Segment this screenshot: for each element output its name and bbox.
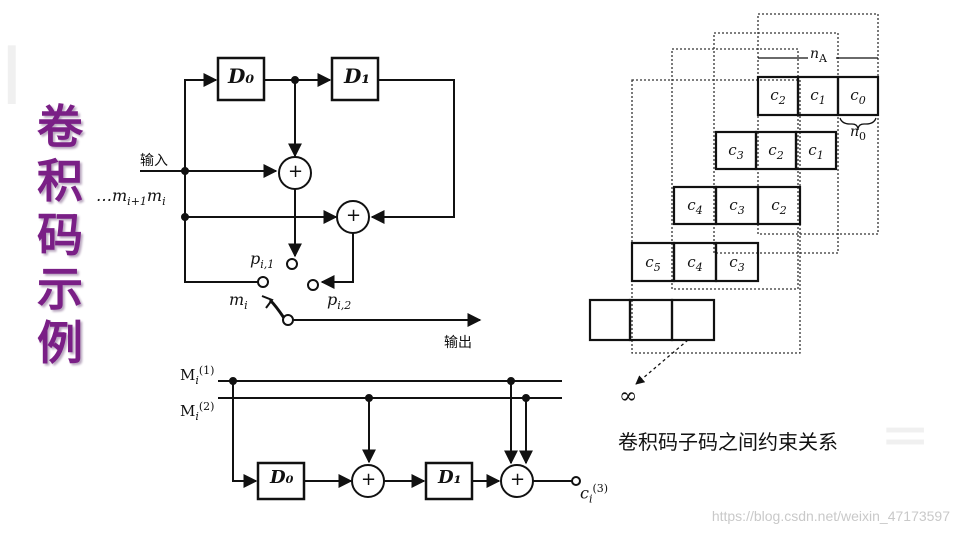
title-char-4: 示 bbox=[37, 262, 83, 316]
switch-contact-p1 bbox=[286, 258, 298, 270]
m2-label: Mi(2) bbox=[180, 400, 215, 423]
junction-in-1 bbox=[181, 167, 189, 175]
row4-cell-2-text: c4 bbox=[687, 253, 703, 274]
bg-ghost-left: I bbox=[0, 30, 24, 123]
switch-arrow bbox=[261, 295, 274, 309]
d0-label: D₀ bbox=[228, 64, 255, 88]
row4-cell-3 bbox=[714, 241, 760, 283]
adder-4-symbol: + bbox=[510, 469, 526, 490]
row2-cell-3-text: c1 bbox=[808, 141, 824, 162]
p1-label: pi,1 bbox=[250, 249, 275, 272]
output-label: 输出 bbox=[444, 335, 472, 351]
wire-mi bbox=[184, 217, 258, 283]
wire-adder2-p2 bbox=[320, 233, 354, 289]
input-sequence-label: …mi+1mi bbox=[96, 186, 166, 209]
p2-label: pi,2 bbox=[327, 290, 352, 313]
row1-cell-2-text: c1 bbox=[810, 86, 826, 107]
wire-to-d0 bbox=[184, 73, 218, 171]
matrix-caption: 卷积码子码之间约束关系 bbox=[618, 430, 838, 454]
page-title: 卷 积 码 示 例 bbox=[30, 100, 90, 370]
constraint-matrix bbox=[588, 13, 880, 385]
switch-contact-mi bbox=[257, 276, 269, 288]
row1-cell-3 bbox=[836, 75, 880, 117]
switch-contact-p2 bbox=[307, 279, 319, 291]
title-char-1: 卷 bbox=[37, 100, 83, 154]
row2-cell-1-text: c3 bbox=[728, 141, 744, 162]
row2-cell-2-text: c2 bbox=[768, 141, 784, 162]
adder-2-symbol: + bbox=[346, 205, 362, 226]
row3-cell-3-text: c2 bbox=[771, 196, 787, 217]
window-1 bbox=[757, 13, 879, 235]
wire-d1-adder2 bbox=[370, 79, 455, 224]
na-label: nA bbox=[810, 46, 827, 65]
wire-to-adder2 bbox=[184, 171, 338, 224]
n0-label: n0 bbox=[850, 124, 867, 143]
encoder-2 bbox=[218, 377, 581, 501]
row2-cell-3 bbox=[794, 130, 838, 171]
junction-d0 bbox=[291, 76, 299, 84]
ci3-label: ci(3) bbox=[580, 482, 609, 506]
switch-arm bbox=[268, 298, 286, 319]
row4-cell-1-text: c5 bbox=[645, 253, 661, 274]
row4-cell-3-text: c3 bbox=[729, 253, 745, 274]
row5-cell-2 bbox=[628, 298, 674, 342]
input-label: 输入 bbox=[140, 153, 168, 169]
infinity-arrow bbox=[635, 339, 689, 385]
m1-label: Mi(1) bbox=[180, 364, 215, 387]
row3-cell-1-text: c4 bbox=[687, 196, 703, 217]
row5-cell-1 bbox=[588, 298, 632, 342]
row3-cell-3 bbox=[756, 185, 802, 226]
row3-cell-2-text: c3 bbox=[729, 196, 745, 217]
window-2 bbox=[713, 32, 839, 254]
d0-label-2: D₀ bbox=[270, 467, 294, 488]
switch-output-contact bbox=[282, 314, 294, 326]
bg-ghost-right: = bbox=[880, 400, 931, 470]
adder-1-symbol: + bbox=[288, 161, 304, 182]
title-char-3: 码 bbox=[37, 208, 83, 262]
d1-label-2: D₁ bbox=[438, 467, 462, 488]
n0-brace bbox=[839, 117, 877, 131]
row1-cell-1-text: c2 bbox=[770, 86, 786, 107]
d1-label: D₁ bbox=[344, 64, 371, 88]
encoder-1 bbox=[140, 56, 482, 327]
row1-cell-3-text: c0 bbox=[850, 86, 866, 107]
output-contact-2 bbox=[571, 476, 581, 486]
mi-label: mi bbox=[229, 290, 248, 313]
watermark: https://blog.csdn.net/weixin_47173597 bbox=[711, 508, 950, 524]
infinity-label: ∞ bbox=[619, 384, 638, 409]
title-char-5: 例 bbox=[37, 316, 83, 370]
title-char-2: 积 bbox=[37, 154, 83, 208]
wire-m1-d0 bbox=[232, 381, 258, 488]
adder-3-symbol: + bbox=[361, 469, 377, 490]
row5-cell-3 bbox=[670, 298, 716, 342]
